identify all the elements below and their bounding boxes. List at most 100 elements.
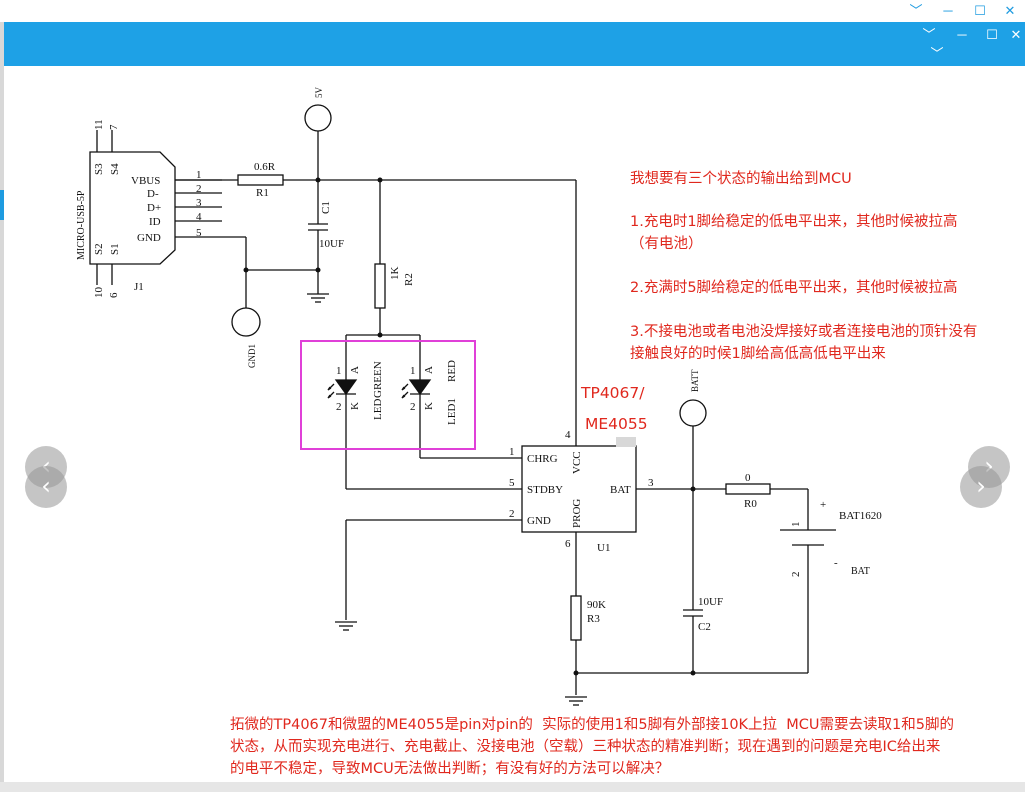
r2-resistor [374,263,386,309]
schematic-diagram: MICRO-USB-5P S3 S4 S2 S1 11 7 10 6 VBUS … [76,87,882,706]
note-item-1: 1.充电时1脚给稳定的低电平出来，其他时候被拉高 （有电池） [630,214,958,252]
led-green-symbol [334,379,358,396]
led-red-pin1: 1 [410,365,416,377]
chip-label-line1: TP4067/ [581,384,645,402]
pin-11-label: 11 [93,119,105,130]
bat-pin1: 1 [790,522,802,528]
c1-ref: C1 [320,201,332,214]
led-green-pin1: 1 [336,365,342,377]
r3-ref: R3 [587,613,600,625]
led-red-label1: LED1 [446,398,458,425]
bat-net-label: BAT [851,566,870,577]
led-red-label2: RED [446,360,458,382]
batt-test-point [679,399,707,427]
note-intro: 我想要有三个状态的输出给到MCU [630,171,852,187]
left-edge-strip [0,22,6,792]
r2-value: 1K [389,267,401,281]
gnd-label: GND [137,232,161,244]
c2-ref: C2 [698,621,711,633]
pin-marker [616,437,636,447]
ic-pin4: 4 [565,429,571,441]
usb-type-label: MICRO-USB-5P [76,190,87,260]
batt-label: BATT [690,369,700,392]
ic-stdby: STDBY [527,484,563,496]
schematic-image: MICRO-USB-5P S3 S4 S2 S1 11 7 10 6 VBUS … [4,66,1025,792]
close-button[interactable]: ✕ [1004,3,1016,18]
led-green-label2: GREEN [372,361,384,398]
pin-7-label: 7 [108,124,120,130]
r0-resistor [725,483,771,495]
pin-s3-label: S3 [93,163,105,175]
bottom-question-text: 拓微的TP4067和微盟的ME4055是pin对pin的 实际的使用1和5脚有外… [230,717,954,777]
viewer-titlebar: ﹀ ─ ☐ ✕ ﹀ [4,22,1025,66]
pin-s1-label: S1 [109,243,121,255]
led-green-a: A [349,366,361,374]
id-label: ID [149,216,161,228]
ic-vcc: VCC [571,451,583,474]
c1-value: 10UF [319,238,344,250]
led-green-k: K [349,402,361,410]
pin-10-label: 10 [93,287,105,299]
note-item-3: 3.不接电池或者电池没焊接好或者连接电池的顶针没有 接触良好的时候1脚给高低高低… [630,324,978,362]
led-highlight-box [300,340,476,450]
bat-pin2: 2 [790,572,802,578]
r1-resistor [237,174,284,186]
viewer-expand-icon[interactable]: ﹀ [930,46,944,61]
u1-label: U1 [597,542,610,554]
minimize-button[interactable]: ─ [943,3,953,18]
5v-label: 5V [314,87,324,99]
pin-s2-label: S2 [93,243,105,255]
background-titlebar: ﹀ ─ ☐ ✕ [0,0,1025,22]
vbus-label: VBUS [131,175,160,187]
pin5-label: 5 [196,227,202,239]
led-green-label1: LED [372,399,384,420]
usb-connector-body [89,151,176,265]
collapse-icon[interactable]: ﹀ [909,3,923,18]
r2-ref: R2 [403,273,415,286]
gnd1-test-point [231,307,261,337]
dplus-label: D+ [147,202,161,214]
viewer-minimize-button[interactable]: ─ [957,27,967,42]
bat-plus: + [820,499,826,511]
note-item-2: 2.充满时5脚给稳定的低电平出来，其他时候被拉高 [630,280,958,296]
ic-pin2: 2 [509,508,515,520]
previous-image-button-shadow[interactable]: ‹ [25,466,67,508]
ic-pin1: 1 [509,446,515,458]
led-red-symbol [408,379,432,396]
j1-label: J1 [134,281,144,293]
viewer-close-button[interactable]: ✕ [1010,27,1022,42]
r3-value: 90K [587,599,606,611]
led-red-k: K [423,402,435,410]
ic-pin6: 6 [565,538,571,550]
led-green-pin2: 2 [336,401,342,413]
r1-value: 0.6R [254,161,276,173]
next-image-button-shadow[interactable]: › [960,466,1002,508]
bottom-edge [0,782,1025,792]
maximize-button[interactable]: ☐ [974,3,986,18]
pin3-label: 3 [196,197,202,209]
ic-gnd: GND [527,515,551,527]
ic-pin5: 5 [509,477,515,489]
r1-ref: R1 [256,187,269,199]
viewer-collapse-icon[interactable]: ﹀ [922,27,936,42]
pin-6-label: 6 [108,292,120,298]
c2-value: 10UF [698,596,723,608]
led-red-pin2: 2 [410,401,416,413]
pin1-label: 1 [196,169,202,181]
left-edge-accent [0,190,6,220]
r3-resistor [570,595,582,641]
pin2-label: 2 [196,183,202,195]
gnd1-label: GND1 [247,344,257,368]
ic-prog: PROG [571,499,583,528]
ic-chrg: CHRG [527,453,558,465]
bat-minus: - [834,557,838,569]
viewer-maximize-button[interactable]: ☐ [986,27,998,42]
ic-bat: BAT [610,484,631,496]
led-red-a: A [423,366,435,374]
dminus-label: D- [147,188,159,200]
chip-label-line2: ME4055 [585,415,648,433]
pin-s4-label: S4 [109,163,121,175]
ic-pin3: 3 [648,477,654,489]
bat1620-ref: BAT1620 [839,510,882,522]
r0-value: 0 [745,472,751,484]
